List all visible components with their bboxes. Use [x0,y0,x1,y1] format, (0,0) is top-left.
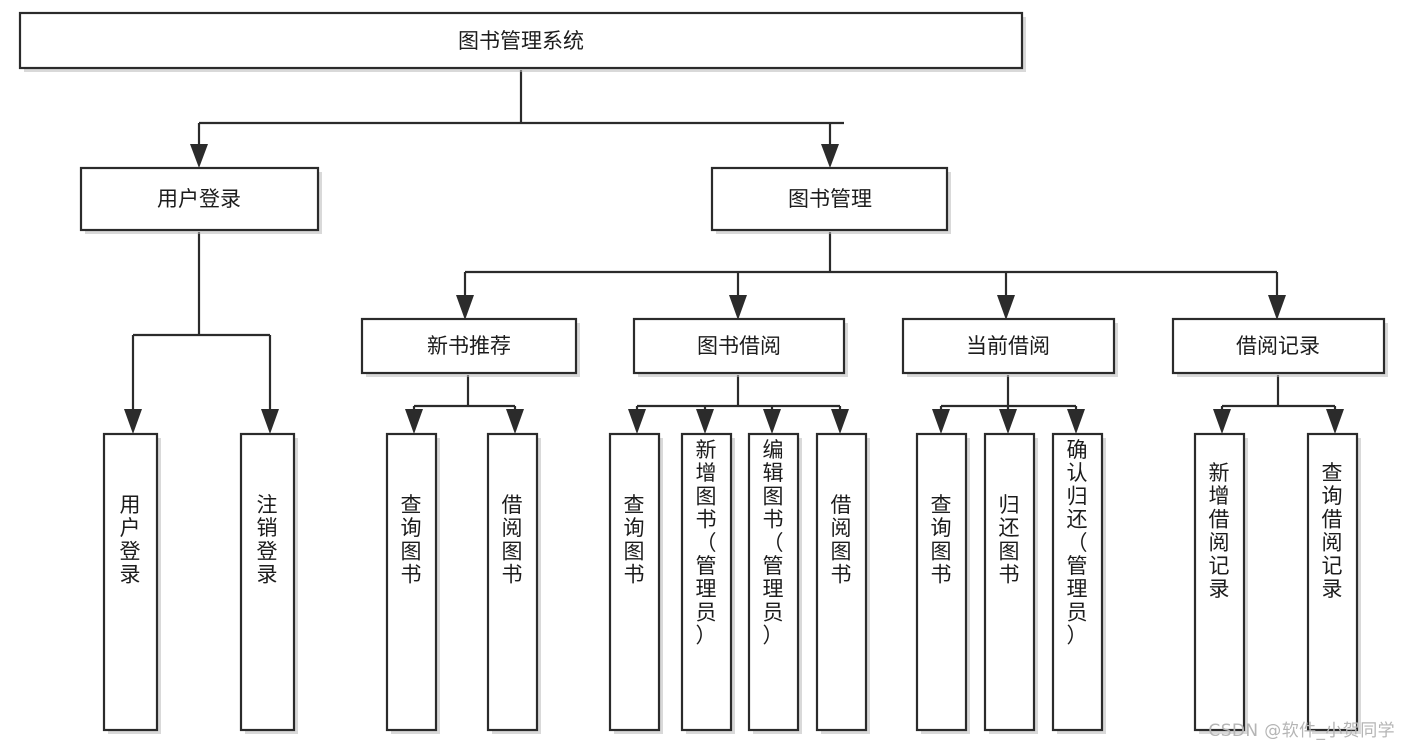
arrowhead-book-borrow [729,295,747,320]
arrowhead-leaf-return-book [999,409,1017,434]
node-user-login[interactable]: 用户登录 [79,166,322,234]
arrowhead-leaf-query-book-2 [628,409,646,434]
arrowhead-leaf-user-logout [261,409,279,434]
leaf-return-book-rect [983,432,1036,732]
node-root[interactable]: 图书管理系统 [18,11,1026,72]
leaf-edit-book-label: 编辑图书（管理员） [763,438,784,648]
leaf-borrow-book-2-rect [815,432,868,732]
arrowhead-current-borrow [997,295,1015,320]
root-rect [18,11,1024,70]
leaf-confirm-return[interactable]: 确认归还（管理员） [1051,432,1106,734]
borrow-record-label: 借阅记录 [1236,334,1320,358]
leaf-borrow-book-2-label: 借阅图书 [831,493,852,587]
leaf-add-book[interactable]: 新增图书（管理员） [680,432,735,734]
leaf-query-book-2-label: 查询图书 [624,493,645,587]
leaf-borrow-book-1[interactable]: 借阅图书 [486,432,541,734]
leaf-query-record-rect [1306,432,1359,732]
node-book-manage[interactable]: 图书管理 [710,166,951,234]
leaf-add-book-rect [680,432,733,732]
leaf-confirm-return-label: 确认归还（管理员） [1067,438,1088,648]
leaf-user-logout[interactable]: 注销登录 [239,432,298,734]
leaf-user-login[interactable]: 用户登录 [102,432,161,734]
arrowhead-new-book-recommend [456,295,474,320]
node-new-book-recommend[interactable]: 新书推荐 [360,317,580,377]
root-label: 图书管理系统 [458,29,584,53]
leaf-query-book-2-rect [608,432,661,732]
arrowhead-leaf-edit-book [763,409,781,434]
book-borrow-label: 图书借阅 [697,334,781,358]
leaf-user-logout-label: 注销登录 [257,493,278,587]
leaf-edit-book-rect [747,432,800,732]
leaf-confirm-return-rect [1051,432,1104,732]
current-borrow-rect [901,317,1116,375]
leaf-query-book-2[interactable]: 查询图书 [608,432,663,734]
arrowhead-leaf-add-book [696,409,714,434]
book-borrow-rect [632,317,846,375]
user-login-label: 用户登录 [157,187,241,211]
leaf-borrow-book-2[interactable]: 借阅图书 [815,432,870,734]
leaf-layer: 用户登录 注销登录 查询图书 借阅图书 查询图书 [102,432,1361,734]
leaf-edit-book[interactable]: 编辑图书（管理员） [747,432,802,734]
arrowhead-leaf-add-record [1213,409,1231,434]
borrow-record-rect [1171,317,1386,375]
leaf-borrow-book-1-rect [486,432,539,732]
book-manage-rect [710,166,949,232]
leaf-add-record-rect [1193,432,1246,732]
leaf-borrow-book-1-label: 借阅图书 [502,493,523,587]
leaf-query-book-3-label: 查询图书 [931,493,952,587]
arrowhead-borrow-record [1268,295,1286,320]
leaf-query-book-3-rect [915,432,968,732]
arrowhead-leaf-borrow-book-1 [506,409,524,434]
node-current-borrow[interactable]: 当前借阅 [901,317,1118,377]
arrowhead-leaf-borrow-book-2 [831,409,849,434]
leaf-add-record[interactable]: 新增借阅记录 [1193,432,1248,734]
arrowhead-leaf-query-book-1 [405,409,423,434]
user-login-rect [79,166,320,232]
leaf-query-book-1-label: 查询图书 [401,493,422,587]
arrowhead-leaf-query-record [1326,409,1344,434]
leaf-query-book-3[interactable]: 查询图书 [915,432,970,734]
arrowhead-leaf-user-login [124,409,142,434]
arrowhead-leaf-query-book-3 [932,409,950,434]
leaf-return-book[interactable]: 归还图书 [983,432,1038,734]
leaf-user-login-rect [102,432,159,732]
arrowhead-book-manage [821,144,839,168]
new-book-recommend-rect [360,317,578,375]
new-book-recommend-label: 新书推荐 [427,334,511,358]
arrowhead-user-login [190,144,208,168]
node-book-borrow[interactable]: 图书借阅 [632,317,848,377]
leaf-query-record-label: 查询借阅记录 [1322,461,1343,601]
leaf-query-book-1-rect [385,432,438,732]
leaf-user-login-label: 用户登录 [120,493,141,587]
leaf-add-book-label: 新增图书（管理员） [696,438,717,648]
node-borrow-record[interactable]: 借阅记录 [1171,317,1388,377]
leaf-user-logout-rect [239,432,296,732]
leaf-return-book-label: 归还图书 [999,493,1020,587]
book-manage-label: 图书管理 [788,187,872,211]
leaf-query-record[interactable]: 查询借阅记录 [1306,432,1361,734]
current-borrow-label: 当前借阅 [966,334,1050,358]
arrowhead-leaf-confirm-return [1067,409,1085,434]
connector-layer [124,70,1344,434]
leaf-add-record-label: 新增借阅记录 [1209,461,1230,601]
leaf-query-book-1[interactable]: 查询图书 [385,432,440,734]
